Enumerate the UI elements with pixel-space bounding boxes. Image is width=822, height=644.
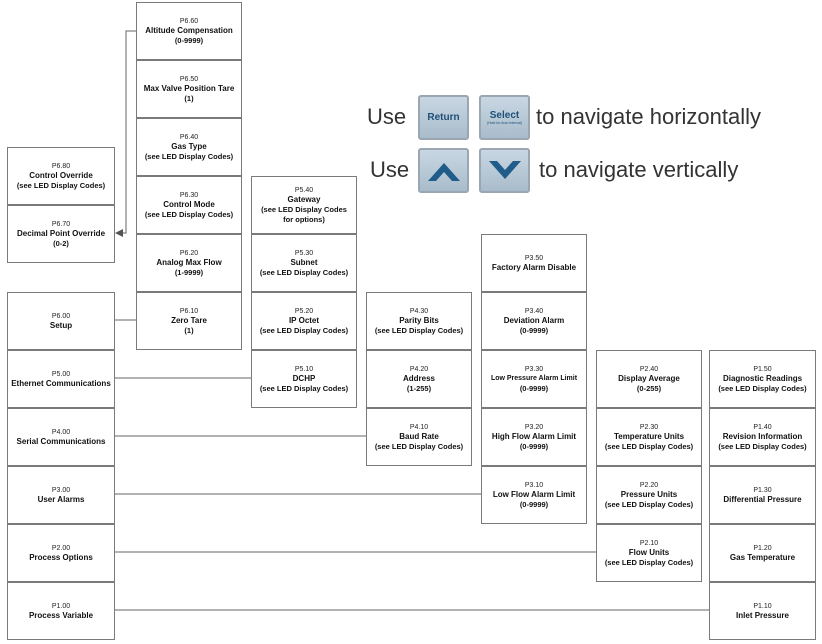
menu-box-p310: P3.10 Low Flow Alarm Limit (0-9999): [481, 466, 587, 524]
select-key-label: Select: [489, 110, 520, 121]
menu-box-p240: P2.40 Display Average (0-255): [596, 350, 702, 408]
menu-box-p660: P6.60 Altitude Compensation (0-9999): [136, 2, 242, 60]
menu-box-p150: P1.50 Diagnostic Readings (see LED Displ…: [709, 350, 816, 408]
down-key: [479, 148, 530, 193]
menu-box-p420: P4.20 Address (1-255): [366, 350, 472, 408]
up-key: [418, 148, 469, 193]
menu-box-p100: P1.00 Process Variable: [7, 582, 115, 640]
menu-box-p130: P1.30 Differential Pressure: [709, 466, 816, 524]
legend-vertical-text: to navigate vertically: [539, 157, 739, 182]
menu-box-p210: P2.10 Flow Units (see LED Display Codes): [596, 524, 702, 582]
menu-box-p320: P3.20 High Flow Alarm Limit (0-9999): [481, 408, 587, 466]
select-key-fine-print: (Hold for Auto Interval): [486, 121, 522, 125]
menu-box-p610: P6.10 Zero Tare (1): [136, 292, 242, 350]
menu-box-p330: P3.30 Low Pressure Alarm Limit (0-9999): [481, 350, 587, 408]
menu-box-p230: P2.30 Temperature Units (see LED Display…: [596, 408, 702, 466]
menu-box-p200: P2.00 Process Options: [7, 524, 115, 582]
menu-box-p410: P4.10 Baud Rate (see LED Display Codes): [366, 408, 472, 466]
menu-box-p650: P6.50 Max Valve Position Tare (1): [136, 60, 242, 118]
menu-box-p140: P1.40 Revision Information (see LED Disp…: [709, 408, 816, 466]
menu-box-p680: P6.80 Control Override (see LED Display …: [7, 147, 115, 205]
menu-box-p220: P2.20 Pressure Units (see LED Display Co…: [596, 466, 702, 524]
menu-box-p300: P3.00 User Alarms: [7, 466, 115, 524]
menu-box-p670: P6.70 Decimal Point Override (0-2): [7, 205, 115, 263]
legend-use-text-2: Use: [370, 157, 410, 182]
select-key: Select (Hold for Auto Interval): [479, 95, 530, 140]
menu-box-p500: P5.00 Ethernet Communications: [7, 350, 115, 408]
up-arrow-icon: [427, 162, 460, 181]
menu-box-p110: P1.10 Inlet Pressure: [709, 582, 816, 640]
menu-box-p540: P5.40 Gateway (see LED Display Codes for…: [251, 176, 357, 234]
menu-box-p600: P6.00 Setup: [7, 292, 115, 350]
menu-box-p510: P5.10 DCHP (see LED Display Codes): [251, 350, 357, 408]
down-arrow-icon: [488, 160, 521, 179]
menu-box-p350: P3.50 Factory Alarm Disable: [481, 234, 587, 292]
return-key: Return: [418, 95, 469, 140]
menu-box-p520: P5.20 IP Octet (see LED Display Codes): [251, 292, 357, 350]
menu-box-p340: P3.40 Deviation Alarm (0-9999): [481, 292, 587, 350]
menu-box-p620: P6.20 Analog Max Flow (1-9999): [136, 234, 242, 292]
legend-use-text-1: Use: [367, 104, 407, 129]
menu-box-p120: P1.20 Gas Temperature: [709, 524, 816, 582]
legend-horizontal-text: to navigate horizontally: [536, 104, 762, 129]
menu-box-p400: P4.00 Serial Communications: [7, 408, 115, 466]
menu-box-p640: P6.40 Gas Type (see LED Display Codes): [136, 118, 242, 176]
menu-box-p430: P4.30 Parity Bits (see LED Display Codes…: [366, 292, 472, 350]
connector-p660-p670: [115, 30, 136, 237]
return-key-label: Return: [427, 112, 460, 123]
menu-box-p630: P6.30 Control Mode (see LED Display Code…: [136, 176, 242, 234]
menu-box-p530: P5.30 Subnet (see LED Display Codes): [251, 234, 357, 292]
